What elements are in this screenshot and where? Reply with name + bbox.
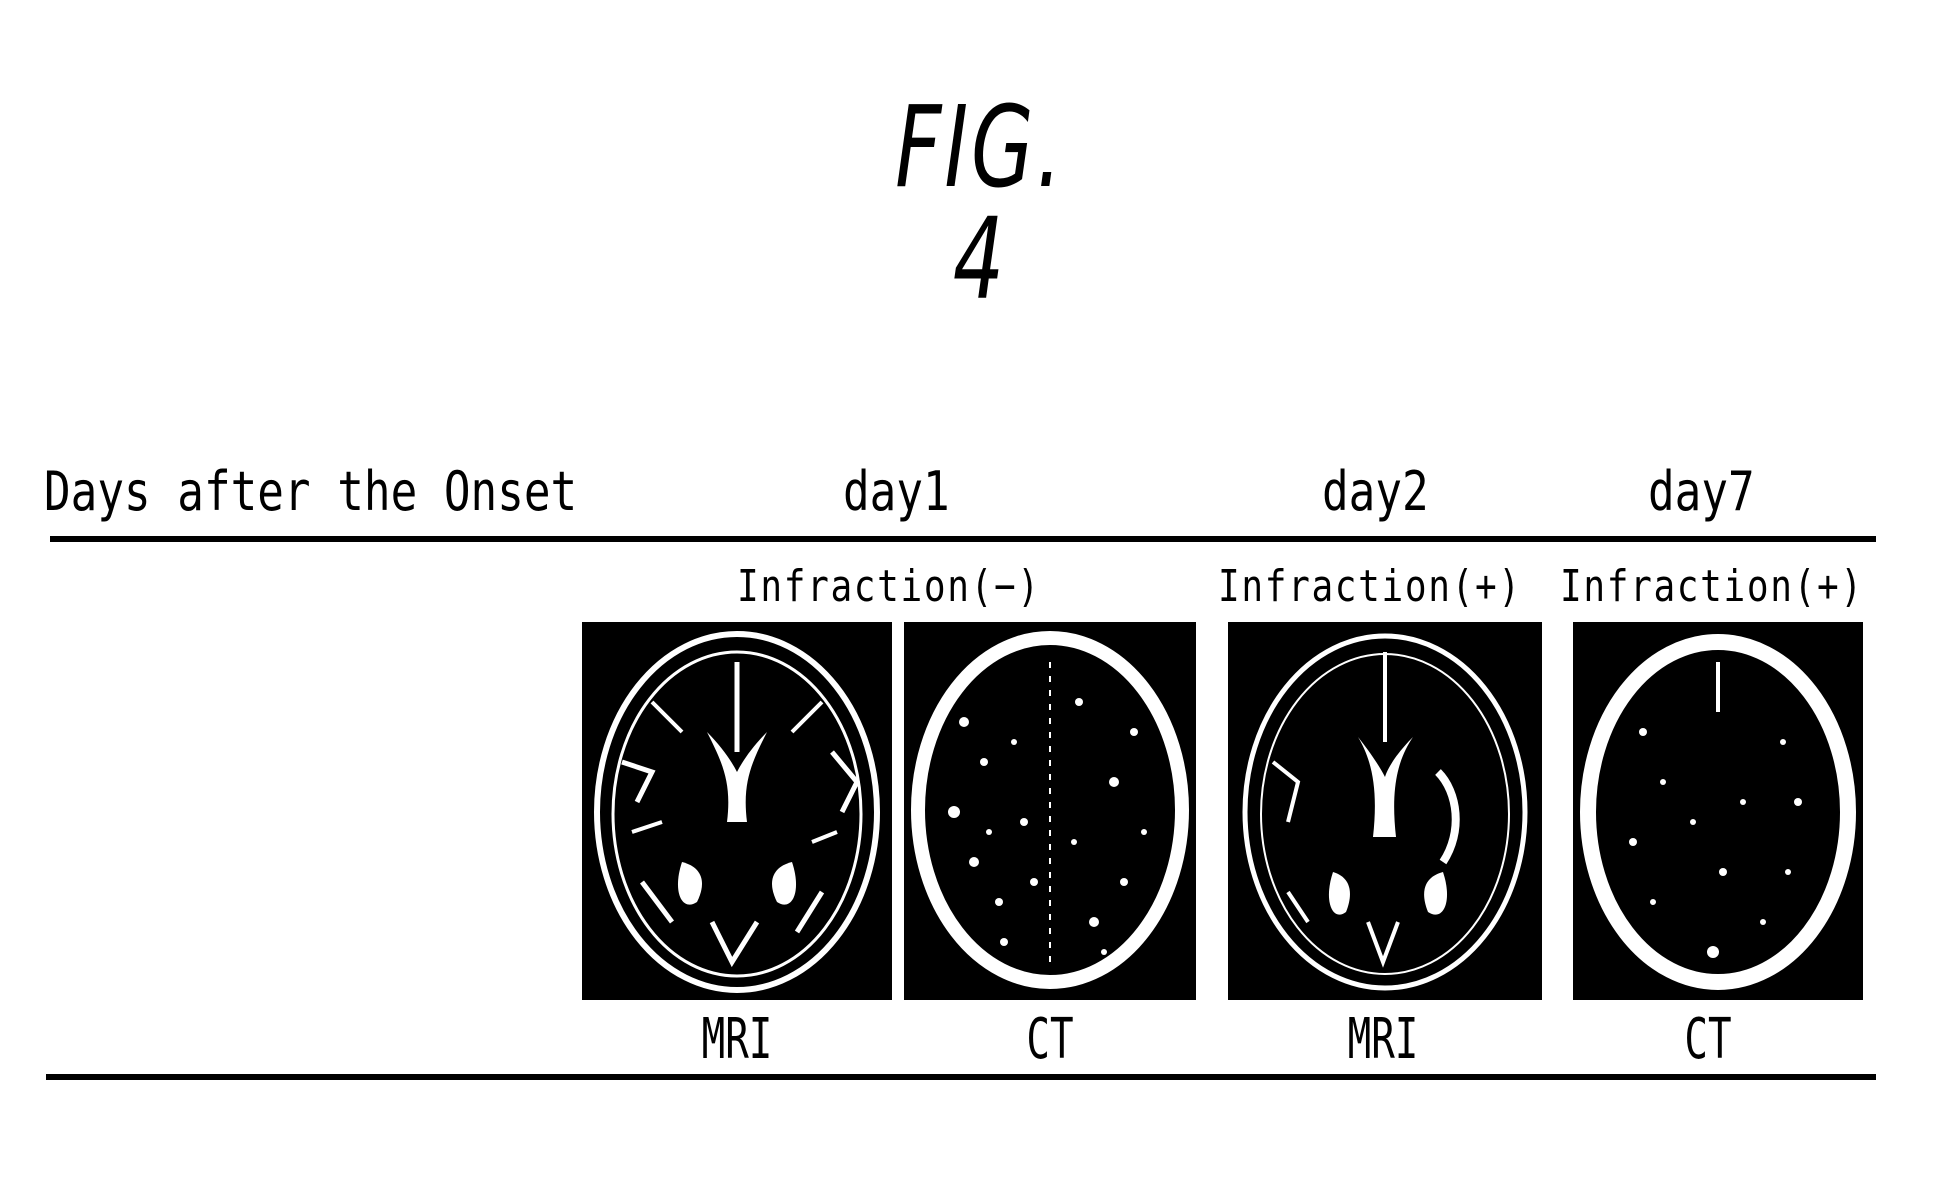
column-header-day2: day2 (1322, 460, 1429, 523)
column-header-day1: day1 (843, 460, 950, 523)
top-rule (50, 536, 1876, 542)
ct-day7-image (1573, 622, 1863, 1000)
bottom-rule (46, 1074, 1876, 1080)
mri-day2-image (1228, 622, 1542, 1000)
modality-label-ct-day1: CT (1026, 1007, 1074, 1072)
modality-label-ct-day7: CT (1684, 1007, 1732, 1072)
finding-day2: Infraction(+) (1218, 561, 1522, 612)
modality-label-mri-day1: MRI (701, 1007, 773, 1072)
column-header-day7: day7 (1648, 460, 1755, 523)
row-header-days-after-onset: Days after the Onset (44, 460, 578, 523)
finding-day1: Infraction(−) (737, 561, 1041, 612)
finding-day7: Infraction(+) (1560, 561, 1864, 612)
modality-label-mri-day2: MRI (1347, 1007, 1419, 1072)
figure-title: FIG. 4 (895, 83, 1065, 325)
ct-day1-image (904, 622, 1196, 1000)
mri-day1-image (582, 622, 892, 1000)
